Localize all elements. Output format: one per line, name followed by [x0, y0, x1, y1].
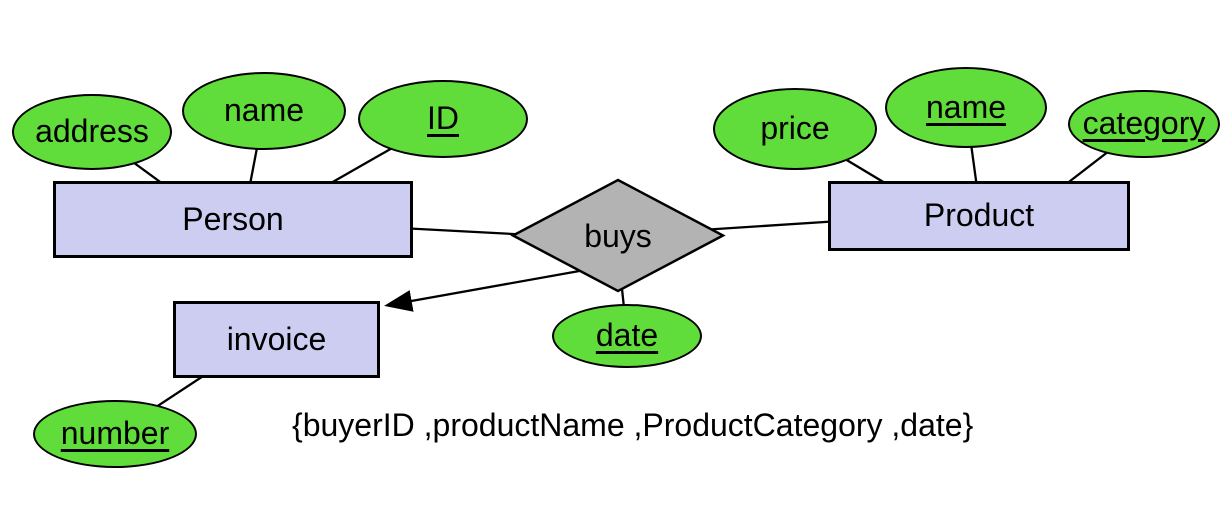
attribute-name-person: name	[182, 72, 346, 150]
attribute-price: price	[713, 88, 877, 170]
attribute-category-label: category	[1082, 105, 1206, 142]
key-set-annotation: {buyerID ,productName ,ProductCategory ,…	[292, 407, 974, 443]
attribute-category: category	[1068, 90, 1220, 158]
entity-invoice: invoice	[173, 301, 380, 378]
entity-product-label: Product	[923, 197, 1035, 234]
attribute-date-label: date	[595, 317, 659, 354]
entity-product: Product	[828, 181, 1130, 251]
entity-person-label: Person	[182, 200, 284, 237]
attribute-date: date	[552, 304, 702, 368]
attribute-name-product: name	[885, 67, 1047, 148]
relationship-buys-diamond	[510, 178, 726, 293]
attribute-address: address	[12, 94, 172, 170]
attribute-name-person-label: name	[223, 92, 305, 129]
attribute-id-label: ID	[427, 100, 459, 137]
attribute-price-label: price	[760, 110, 830, 147]
attribute-number-label: number	[60, 415, 170, 452]
entity-person: Person	[53, 181, 413, 258]
relationship-buys-label: buys	[584, 217, 652, 254]
link-buys-invoice-arrow	[384, 268, 586, 312]
attribute-number: number	[33, 400, 197, 468]
attribute-name-product-label: name	[925, 88, 1007, 125]
attribute-id: ID	[358, 80, 528, 158]
attribute-address-label: address	[35, 113, 149, 150]
entity-invoice-label: invoice	[226, 320, 327, 357]
